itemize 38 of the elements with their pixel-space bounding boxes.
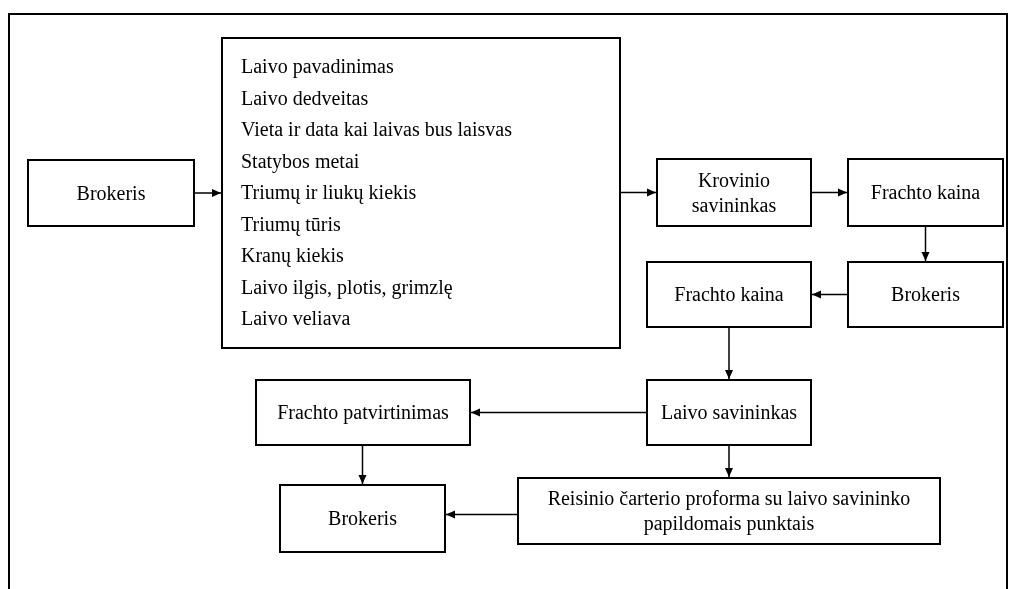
arrow — [725, 445, 733, 478]
process-box — [255, 379, 471, 446]
arrow — [358, 445, 367, 485]
box-text: Krovinio savininkas — [690, 167, 778, 218]
arrow — [194, 189, 222, 197]
process-box — [847, 261, 1004, 328]
box-text: Vieta ir data kai laivas bus laisvas — [241, 117, 512, 143]
box-text: Laivo savininkas — [660, 400, 798, 425]
process-box — [646, 261, 812, 328]
box-text: Frachto patvirtinimas — [277, 400, 449, 425]
box-text: Brokeris — [891, 282, 960, 307]
arrow — [811, 188, 848, 197]
box-text: Reisinio čarterio proforma su laivo savininko papildomais punktais — [546, 486, 912, 536]
box-text: Laivo ilgis, plotis, grimzlę — [241, 274, 453, 301]
process-box — [279, 484, 446, 553]
box-text: Statybos metai — [241, 148, 360, 175]
box-text: Frachto kaina — [674, 282, 784, 307]
arrow — [445, 510, 518, 519]
arrow — [725, 327, 733, 380]
box-text: Triumų tūris — [241, 211, 341, 238]
box-text: Brokeris — [76, 180, 146, 206]
box-text: Brokeris — [328, 506, 397, 531]
box-text: Laivo dedveitas — [241, 85, 369, 111]
process-box — [646, 379, 812, 446]
list-box — [221, 37, 621, 349]
box-text: Kranų kiekis — [241, 243, 344, 269]
process-box — [517, 477, 941, 545]
arrow — [921, 226, 930, 262]
box-text: Frachto kaina — [870, 180, 981, 205]
arrow — [620, 188, 657, 197]
process-box — [656, 158, 812, 227]
box-text: Laivo pavadinimas — [241, 54, 394, 80]
process-box — [847, 158, 1004, 227]
box-text: Triumų ir liukų kiekis — [241, 180, 417, 206]
arrow — [470, 408, 647, 417]
process-box — [27, 159, 195, 227]
arrow — [811, 290, 848, 299]
box-text: Laivo veliava — [241, 306, 351, 332]
